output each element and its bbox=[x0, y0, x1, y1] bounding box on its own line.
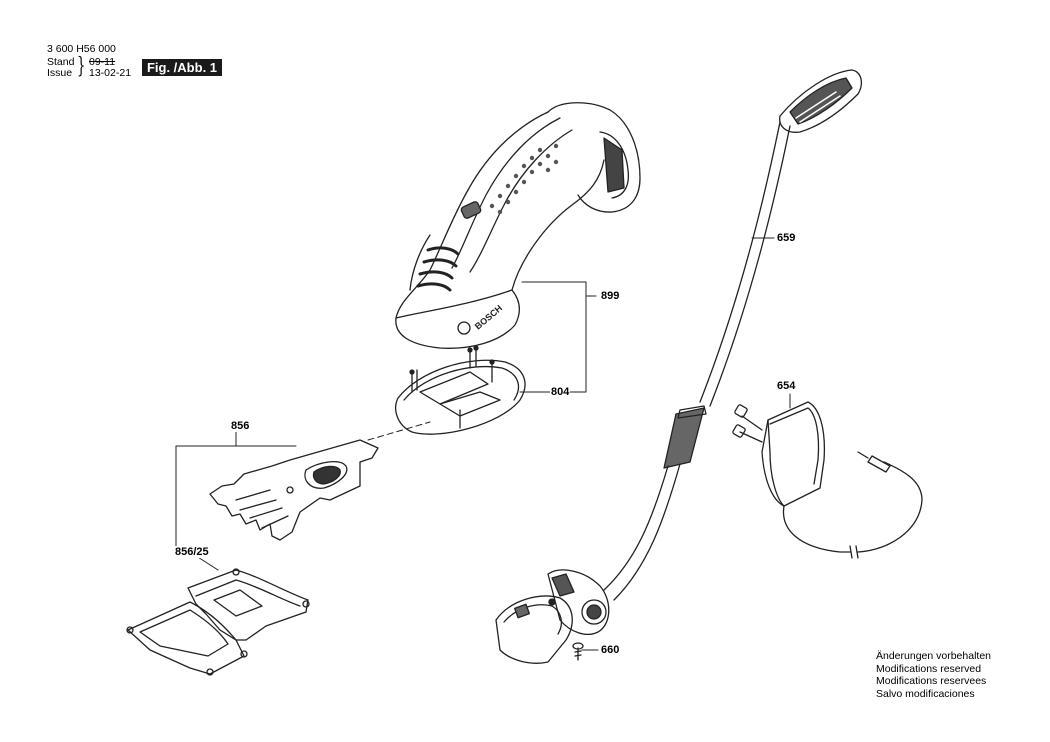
charger-icon bbox=[732, 401, 923, 559]
header-brace: } bbox=[77, 54, 86, 79]
blade-icon bbox=[209, 439, 379, 541]
base-plate-icon bbox=[395, 345, 526, 435]
document-number: 3 600 H56 000 bbox=[47, 43, 116, 55]
part-number-blade: 856 bbox=[230, 420, 251, 432]
stand-date: 09-11 bbox=[89, 56, 116, 68]
part-number-blade-guard: 856/25 bbox=[174, 546, 210, 558]
note-fr: Modifications reservees bbox=[876, 675, 987, 687]
part-number-handle-unit: 899 bbox=[600, 290, 621, 302]
grass-shear-body-icon: BOSCH bbox=[395, 102, 641, 349]
leader-lines bbox=[175, 237, 791, 651]
svg-text:BOSCH: BOSCH bbox=[473, 303, 504, 332]
part-number-charger: 654 bbox=[776, 380, 797, 392]
note-de: Änderungen vorbehalten bbox=[876, 650, 992, 662]
note-en: Modifications reserved bbox=[876, 662, 982, 675]
part-number-base-plate: 804 bbox=[550, 386, 571, 398]
modification-notes: Änderungen vorbehalten Modifications res… bbox=[876, 650, 991, 700]
figure-label: Fig. /Abb. 1 bbox=[142, 59, 222, 76]
note-es: Salvo modificaciones bbox=[876, 687, 975, 700]
issue-date: 13-02-21 bbox=[89, 67, 132, 79]
telescopic-handle-icon bbox=[495, 69, 863, 664]
screw-icon bbox=[572, 642, 584, 661]
stand-label: Stand bbox=[47, 56, 75, 68]
blade-guard-icon bbox=[126, 568, 310, 676]
issue-label: Issue bbox=[47, 67, 73, 79]
part-number-telescopic-handle: 659 bbox=[776, 232, 797, 244]
part-number-screw: 660 bbox=[600, 644, 621, 656]
